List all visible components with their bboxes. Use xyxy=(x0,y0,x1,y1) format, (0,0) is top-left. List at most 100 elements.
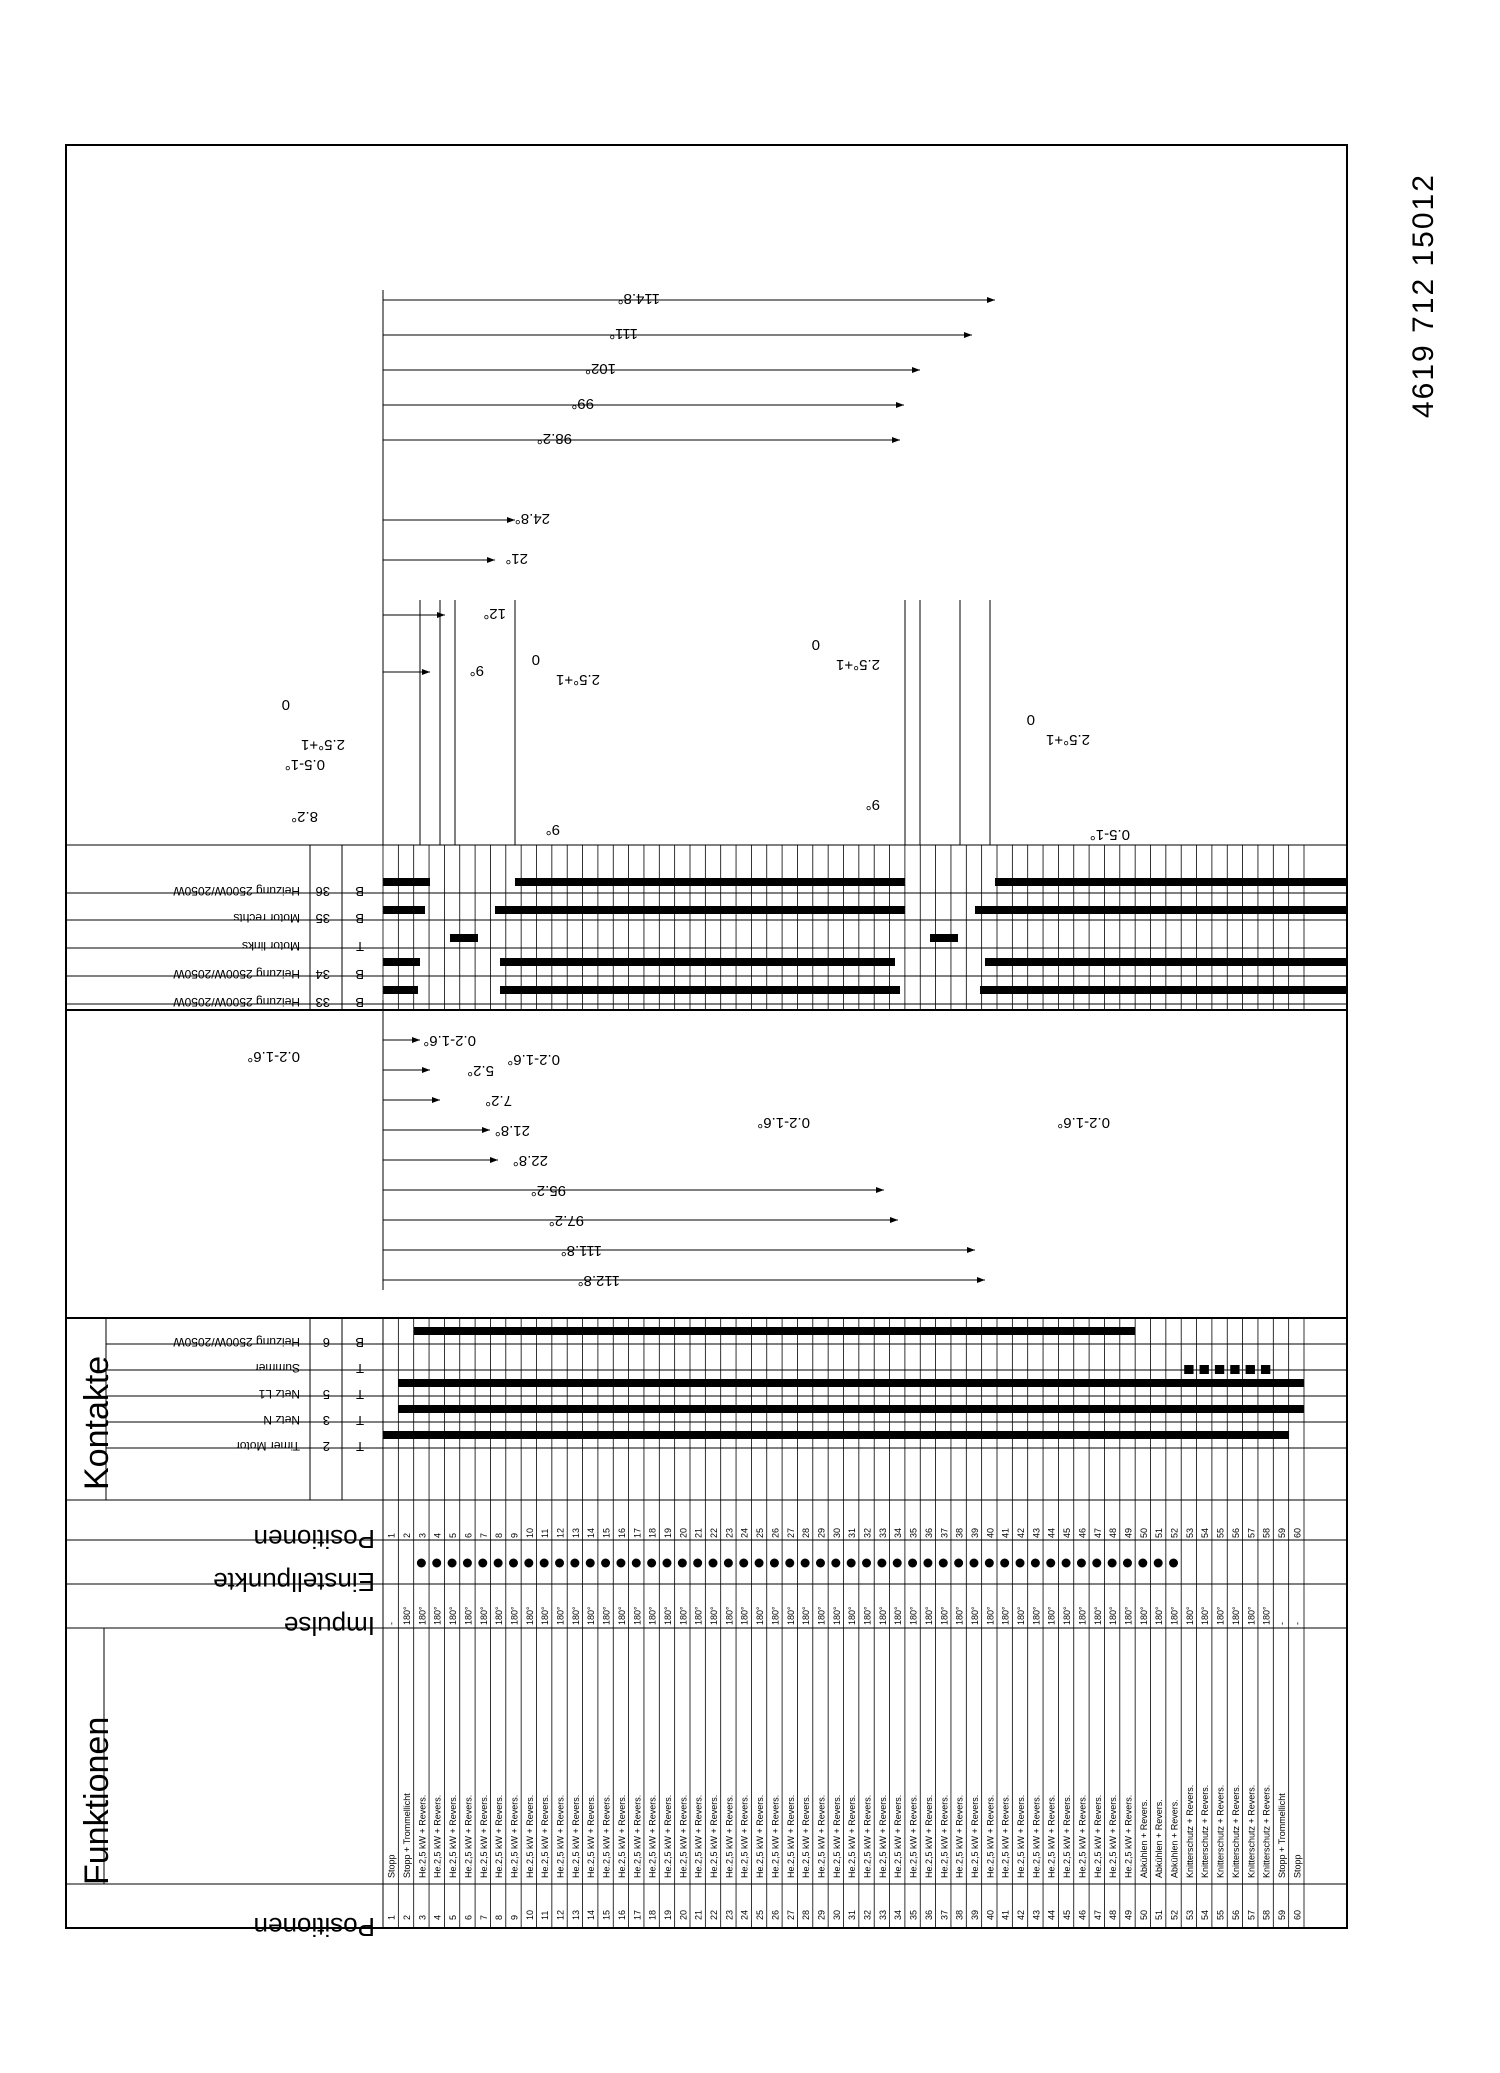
position-number-top: 48 xyxy=(1108,1528,1118,1538)
dimension-arrow-upper xyxy=(896,402,904,408)
position-number-bottom: 31 xyxy=(847,1910,857,1920)
impulse-value: 180° xyxy=(740,1606,750,1625)
dimension-label-right1: 0.2-1.6° xyxy=(757,1114,810,1131)
cam-contact-number: 36 xyxy=(316,884,330,899)
cam-bar xyxy=(995,878,1347,886)
dimension-arrow-upper xyxy=(892,437,900,443)
impulse-value: 180° xyxy=(617,1606,627,1625)
cam-contact-name: Motor rechts xyxy=(233,911,300,925)
position-number-top: 22 xyxy=(709,1528,719,1538)
position-number-bottom: 19 xyxy=(663,1910,673,1920)
position-number-bottom: 60 xyxy=(1292,1910,1302,1920)
function-label: He.2,5 kW + Revers. xyxy=(417,1795,427,1878)
function-label: He.2,5 kW + Revers. xyxy=(801,1795,811,1878)
einstellpunkt-dot xyxy=(508,1558,518,1568)
dimension-label-upper: 99° xyxy=(571,395,594,412)
einstellpunkt-dot xyxy=(1061,1558,1071,1568)
contact-type: T xyxy=(356,1387,364,1402)
position-number-top: 11 xyxy=(540,1529,550,1538)
position-number-bottom: 54 xyxy=(1200,1910,1210,1920)
contact-type: T xyxy=(356,1439,364,1454)
position-number-bottom: 32 xyxy=(863,1910,873,1920)
dimension-arrow xyxy=(890,1217,898,1223)
summer-pulse xyxy=(1245,1365,1255,1374)
contact-number: 2 xyxy=(323,1439,330,1454)
position-number-bottom: 14 xyxy=(586,1910,596,1920)
position-number-bottom: 50 xyxy=(1139,1910,1149,1920)
impulse-value: 180° xyxy=(1170,1606,1180,1625)
einstellpunkt-dot xyxy=(1000,1558,1010,1568)
function-label: He.2,5 kW + Revers. xyxy=(724,1795,734,1878)
position-number-top: 60 xyxy=(1292,1528,1302,1538)
position-number-top: 9 xyxy=(509,1533,519,1538)
einstellpunkt-dot xyxy=(493,1558,503,1568)
function-label: He.2,5 kW + Revers. xyxy=(494,1795,504,1878)
impulse-value: 180° xyxy=(1077,1606,1087,1625)
document-number-text: 4619 712 15012 xyxy=(1407,173,1440,418)
einstellpunkt-dot xyxy=(555,1558,565,1568)
position-number-bottom: 20 xyxy=(678,1910,688,1920)
dimension-arrow-upper xyxy=(437,612,445,618)
dimension-label: 0.2-1.6° xyxy=(423,1032,476,1049)
position-number-top: 36 xyxy=(924,1528,934,1538)
impulse-value: 180° xyxy=(724,1606,734,1625)
impulse-value: 180° xyxy=(1016,1606,1026,1625)
dimension-label-right2: 0.2-1.6° xyxy=(1057,1114,1110,1131)
position-number-top: 42 xyxy=(1016,1528,1026,1538)
position-number-top: 26 xyxy=(770,1528,780,1538)
impulse-value: 180° xyxy=(1185,1606,1195,1625)
contact-bar xyxy=(398,1379,1305,1387)
position-number-bottom: 38 xyxy=(955,1910,965,1920)
einstellpunkt-dot xyxy=(708,1558,718,1568)
einstellpunkt-dot xyxy=(800,1558,810,1568)
contact-number: 3 xyxy=(323,1413,330,1428)
function-label: He.2,5 kW + Revers. xyxy=(970,1795,980,1878)
cam-contact-name: Motor links xyxy=(242,939,300,953)
dimension-label-upper: 114.8° xyxy=(618,290,660,307)
position-number-bottom: 58 xyxy=(1262,1910,1272,1920)
position-number-top: 49 xyxy=(1123,1528,1133,1538)
impulse-value: 180° xyxy=(479,1606,489,1625)
einstellpunkt-dot xyxy=(969,1558,979,1568)
cam-contact-number: 35 xyxy=(316,911,330,926)
impulse-value: 180° xyxy=(893,1606,903,1625)
function-label: Abkühlen + Revers. xyxy=(1139,1799,1149,1878)
impulse-value: 180° xyxy=(709,1606,719,1625)
einstellpunkt-dot xyxy=(1107,1558,1117,1568)
impulse-value: 180° xyxy=(924,1606,934,1625)
impulse-header: Impulse xyxy=(284,1611,375,1641)
impulse-value: 180° xyxy=(448,1606,458,1625)
position-number-top: 37 xyxy=(939,1528,949,1538)
position-number-bottom: 48 xyxy=(1108,1910,1118,1920)
position-number-top: 32 xyxy=(863,1528,873,1538)
function-label: He.2,5 kW + Revers. xyxy=(632,1795,642,1878)
impulse-value: - xyxy=(1292,1622,1302,1625)
position-number-top: 4 xyxy=(433,1533,443,1538)
impulse-value: 180° xyxy=(433,1606,443,1625)
dimension-arrow xyxy=(876,1187,884,1193)
position-number-bottom: 45 xyxy=(1062,1910,1072,1920)
impulse-value: 180° xyxy=(1031,1606,1041,1625)
contact-type: B xyxy=(355,1335,364,1350)
impulse-value: 180° xyxy=(663,1606,673,1625)
dimension-label: 112.8° xyxy=(578,1272,620,1289)
impulse-value: 180° xyxy=(1123,1606,1133,1625)
function-label: He.2,5 kW + Revers. xyxy=(1062,1795,1072,1878)
position-number-top: 6 xyxy=(463,1533,473,1538)
funktionen-header: Funktionen xyxy=(78,1717,116,1885)
impulse-value: 180° xyxy=(494,1606,504,1625)
impulse-value: 180° xyxy=(1001,1606,1011,1625)
einstellpunkt-dot xyxy=(1138,1558,1148,1568)
function-label: He.2,5 kW + Revers. xyxy=(832,1795,842,1878)
position-number-bottom: 2 xyxy=(402,1915,412,1920)
cam-bar xyxy=(985,958,1347,966)
tolerance-zero-3: 0 xyxy=(812,636,820,653)
function-label: He.2,5 kW + Revers. xyxy=(1123,1795,1133,1878)
impulse-value: 180° xyxy=(801,1606,811,1625)
position-number-bottom: 18 xyxy=(648,1910,658,1920)
impulse-value: 180° xyxy=(678,1606,688,1625)
einstellpunkt-dot xyxy=(585,1558,595,1568)
function-label: Knitterschutz + Revers. xyxy=(1185,1785,1195,1878)
position-number-top: 12 xyxy=(556,1528,566,1538)
